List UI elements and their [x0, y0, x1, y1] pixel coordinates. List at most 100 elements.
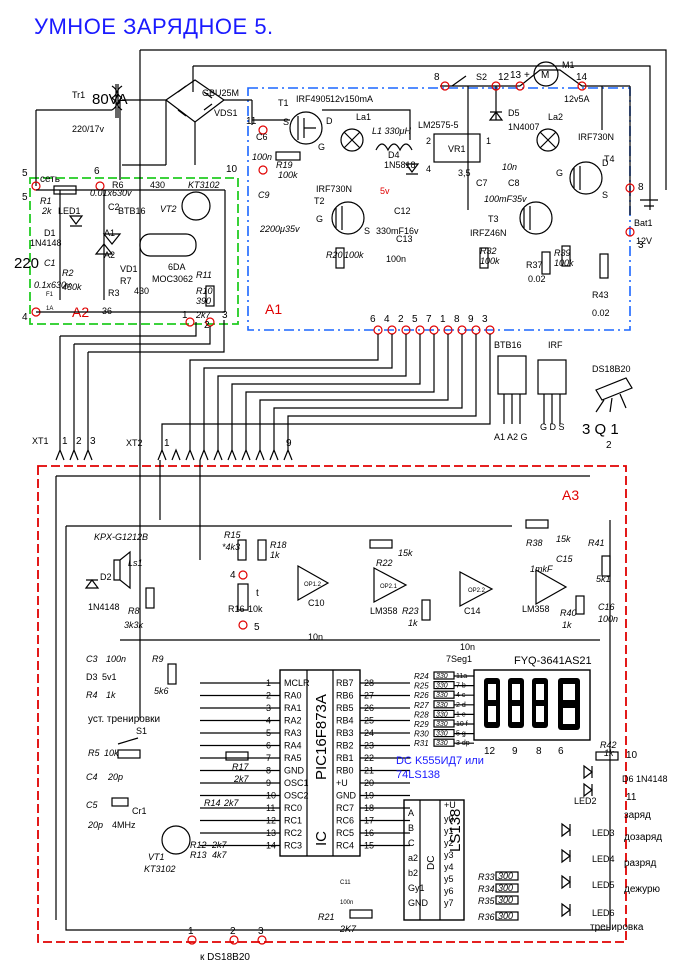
- r38-label: R38: [526, 538, 543, 548]
- led-r-value: 300: [498, 911, 513, 921]
- switch-s1: [117, 737, 139, 745]
- mcu-pin-name: RC4: [336, 841, 354, 851]
- t4-pin-d: D: [602, 158, 609, 168]
- ds-label: DS18B20: [592, 364, 631, 374]
- led-r-value: 300: [498, 871, 513, 881]
- c13-label: C13: [396, 234, 413, 244]
- r22-value: 15k: [398, 548, 413, 558]
- r11-label: R11: [196, 270, 212, 280]
- train-label: уст. тренировки: [88, 714, 160, 725]
- transistor-t1: [289, 111, 323, 145]
- lamp-la2: [536, 128, 560, 152]
- resistor-r20: [335, 247, 345, 269]
- xt1-pin: 2: [76, 436, 82, 447]
- r15-value: *4k3: [222, 542, 240, 552]
- mcu-pin-name: +U: [336, 778, 348, 788]
- mcu-pin-name: RA3: [284, 728, 302, 738]
- t3-type: IRFZ46N: [470, 228, 507, 238]
- r39-label: R39: [554, 248, 571, 258]
- segment-resistor-label: R24: [414, 672, 429, 681]
- mcu-pin-name: RB1: [336, 753, 354, 763]
- r32-label: R32: [480, 246, 497, 256]
- r12-label: R12: [190, 840, 207, 850]
- tr1-voltage: 220/17v: [72, 124, 105, 134]
- bat-label: Bat1: [634, 218, 653, 228]
- xt2-pin: 9: [286, 438, 292, 449]
- r8-label: R8: [128, 606, 140, 616]
- s1-label: S1: [136, 726, 147, 736]
- s2-label: S2: [476, 72, 487, 82]
- a1-bus-pin: 6: [370, 314, 376, 325]
- t1-pin-d: D: [326, 116, 333, 126]
- dig-pin: 9: [512, 746, 518, 757]
- opamp-op12: [297, 564, 330, 602]
- led-r-value: 300: [498, 895, 513, 905]
- mcu-pic16f873a: [279, 669, 361, 857]
- package-irf: [537, 359, 567, 424]
- segment-resistor-label: R25: [414, 682, 429, 691]
- c8b-value: 100mF35v: [484, 194, 527, 204]
- a3-node5: 5: [254, 622, 260, 633]
- node-8-right: 8: [638, 182, 644, 193]
- vt1-type: KT3102: [144, 864, 176, 874]
- r41-label: R41: [588, 538, 605, 548]
- d4-label: D4: [388, 150, 400, 160]
- motor-m-symbol: M: [541, 70, 549, 81]
- block-a3-border: [37, 465, 627, 943]
- d6-label: D6 1N4148: [622, 774, 668, 784]
- resistor-r15: [237, 539, 247, 561]
- r37-label: R37: [526, 260, 543, 270]
- c11-value: 100n: [340, 900, 353, 906]
- r16-label: R16: [228, 604, 245, 614]
- dezhuryu-label: дежурю: [624, 884, 661, 895]
- r9-value: 5k6: [154, 686, 169, 696]
- mcu-pin-name: MCLR: [284, 678, 310, 688]
- cr1-label: Cr1: [132, 806, 147, 816]
- status-leds: [561, 764, 593, 918]
- c2-value: 0.01x630v: [90, 188, 132, 198]
- r7-label: R7: [120, 276, 132, 286]
- dig-pin: 6: [558, 746, 564, 757]
- t2-type: IRF730N: [316, 184, 352, 194]
- mcu-pin-name: GND: [284, 766, 305, 776]
- c16-value: 100n: [598, 614, 618, 624]
- a2-node5: 5: [22, 168, 28, 179]
- razryad-label: разряд: [624, 858, 656, 869]
- c16-label: C16: [598, 602, 615, 612]
- a2-node3: 3: [222, 310, 228, 321]
- block-a1-label: A1: [265, 301, 282, 317]
- mcu-ic-label: IC: [313, 831, 330, 846]
- t1-pin-s: S: [283, 117, 289, 127]
- opamp-op21b: [535, 568, 568, 606]
- decoder-pin-name: A: [408, 808, 414, 818]
- c15-value: 1mkF: [530, 564, 553, 574]
- mcu-left-pins: MCLR1RA02RA13RA24RA35RA46RA57GND8OSC19OS…: [200, 678, 310, 851]
- xt2-pin: 1: [164, 438, 170, 449]
- decoder-pin-name: B: [408, 823, 414, 833]
- a3-wires: [55, 460, 611, 931]
- vr1-pin35: 3,5: [458, 168, 471, 178]
- r10-label: R10: [196, 286, 213, 296]
- vd1-type: BTB16: [118, 206, 146, 216]
- xtal-value: 4MHz: [112, 820, 136, 830]
- r21-label: R21: [318, 912, 335, 922]
- r40-label: R40: [560, 608, 577, 618]
- r13-value: 4k7: [212, 850, 228, 860]
- opto-type: MOC3062: [152, 274, 193, 284]
- vr1-pin1: 1: [486, 136, 491, 146]
- decoder-pin-name: GND: [408, 898, 429, 908]
- lamp-la1: [340, 128, 364, 152]
- decoder-output: y6: [444, 886, 454, 896]
- r36-label: R36: [478, 912, 495, 922]
- led1-symbol: [68, 215, 84, 227]
- resistor-r42: [595, 751, 619, 761]
- op22-label: OP2.2: [468, 588, 486, 594]
- node-8-top: 8: [434, 72, 440, 83]
- diode-d4: [404, 163, 420, 175]
- ds-pins: 3 Q 1: [582, 421, 619, 438]
- thermistor-r16: [237, 583, 249, 611]
- c4-value: 20p: [107, 772, 123, 782]
- segment-resistor-label: R30: [414, 730, 429, 739]
- r41-value: 5k1: [596, 574, 611, 584]
